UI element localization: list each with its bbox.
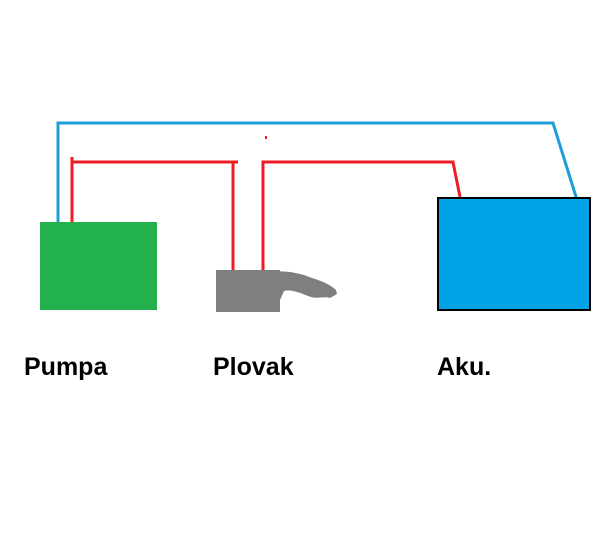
pump-box	[40, 222, 157, 310]
battery-box	[437, 197, 591, 311]
battery-label: Aku.	[437, 353, 492, 381]
float-switch-shape	[216, 270, 337, 312]
red-dot	[265, 136, 267, 139]
pump-label: Pumpa	[24, 353, 108, 381]
red-wire-float-to-battery	[261, 160, 462, 270]
float-switch-label: Plovak	[213, 353, 294, 381]
blue-wire	[56, 121, 579, 222]
